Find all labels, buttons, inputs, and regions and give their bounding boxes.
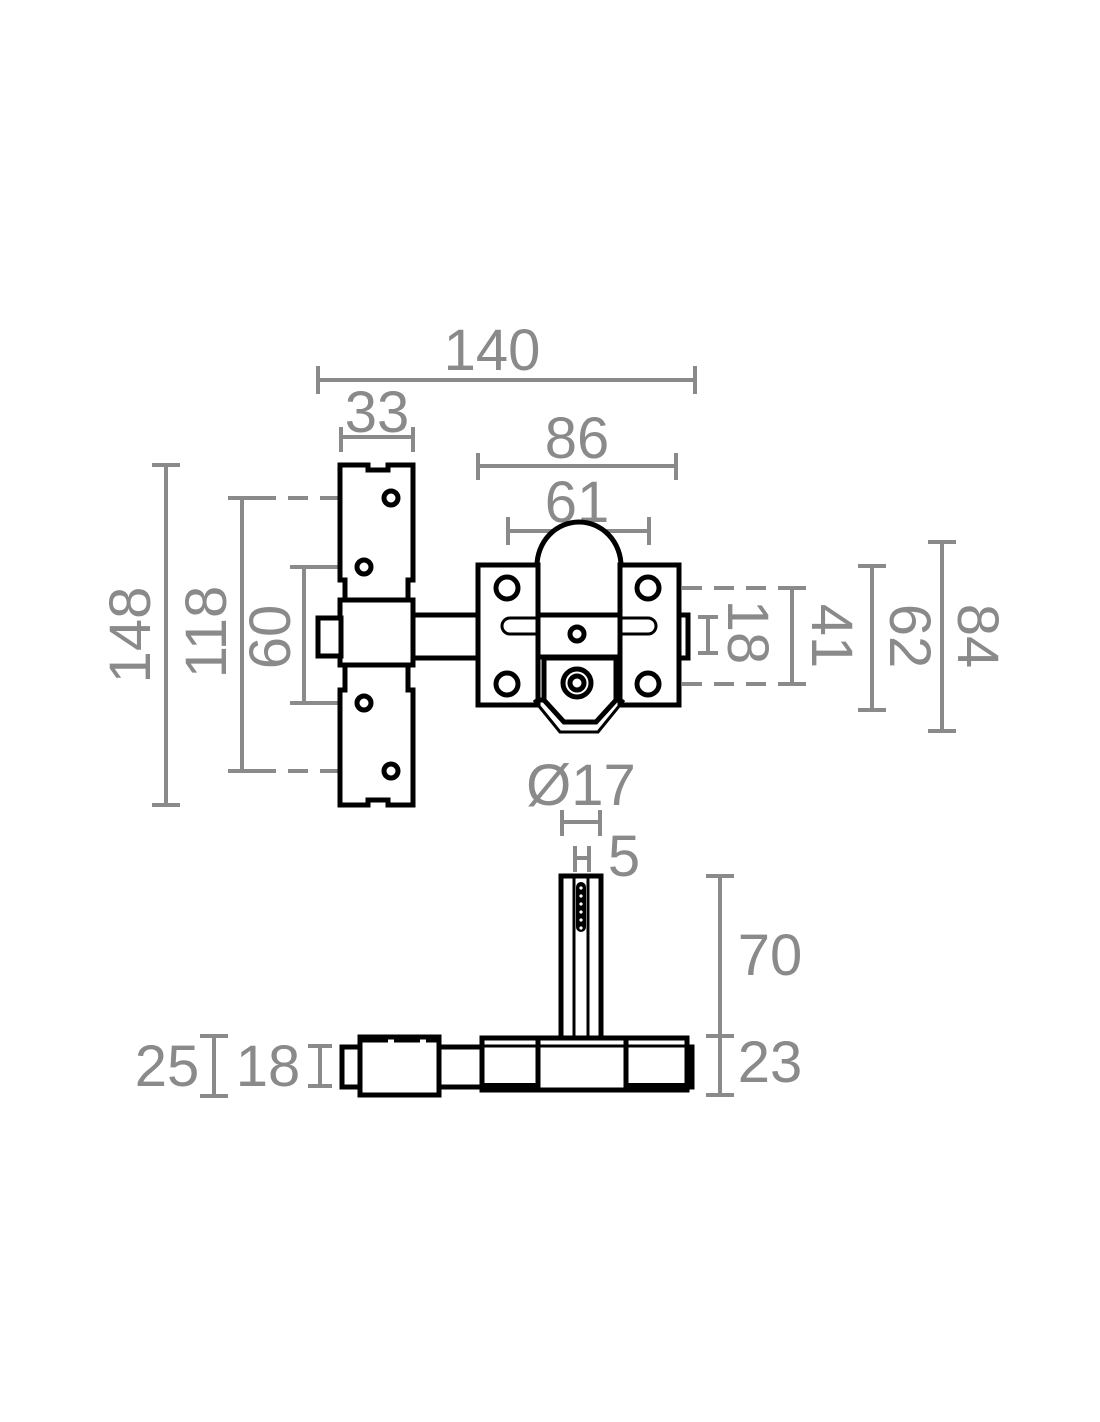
dim-key-length: 70 <box>706 874 803 1038</box>
svg-text:5: 5 <box>608 824 640 889</box>
lock-body <box>475 519 682 734</box>
svg-text:84: 84 <box>945 604 1010 669</box>
svg-text:25: 25 <box>135 1034 200 1099</box>
dim-total-height: 84 <box>928 540 1010 733</box>
dim-plate-width: 33 <box>339 380 415 452</box>
svg-text:Ø17: Ø17 <box>526 753 636 818</box>
svg-text:70: 70 <box>738 923 803 988</box>
dim-cylinder-diameter: Ø17 <box>526 753 636 836</box>
svg-text:148: 148 <box>98 587 163 684</box>
strike-plate <box>337 462 416 808</box>
dim-body-width: 86 <box>476 406 678 480</box>
svg-text:60: 60 <box>238 605 303 670</box>
dim-bolt-depth: 18 <box>236 1034 332 1099</box>
svg-text:118: 118 <box>174 586 239 678</box>
dim-plate-depth: 25 <box>135 1034 228 1099</box>
dim-body-depth: 23 <box>706 1030 803 1097</box>
screw-hole <box>354 693 374 713</box>
svg-text:62: 62 <box>877 604 942 669</box>
side-view <box>339 873 695 1098</box>
svg-text:33: 33 <box>345 380 410 445</box>
screw-hole <box>634 574 662 602</box>
svg-text:41: 41 <box>799 604 864 669</box>
screw-hole <box>381 488 401 508</box>
dim-body-hole-spacing: 41 <box>650 586 864 686</box>
dim-plate-height: 148 <box>98 463 180 807</box>
svg-text:18: 18 <box>715 600 780 665</box>
screw-hole <box>493 670 521 698</box>
screw-hole <box>381 761 401 781</box>
svg-text:18: 18 <box>236 1034 301 1099</box>
svg-text:140: 140 <box>444 318 541 383</box>
svg-text:86: 86 <box>545 406 610 471</box>
dim-body-height: 62 <box>858 564 942 712</box>
dim-overall-width: 140 <box>316 318 697 394</box>
dim-bolt-height: 18 <box>698 600 780 665</box>
screw-hole <box>354 557 374 577</box>
dim-key-width: 5 <box>573 824 640 889</box>
key-stem <box>558 873 604 1041</box>
svg-text:23: 23 <box>738 1030 803 1095</box>
screw-hole <box>493 574 521 602</box>
screw-hole <box>634 670 662 698</box>
